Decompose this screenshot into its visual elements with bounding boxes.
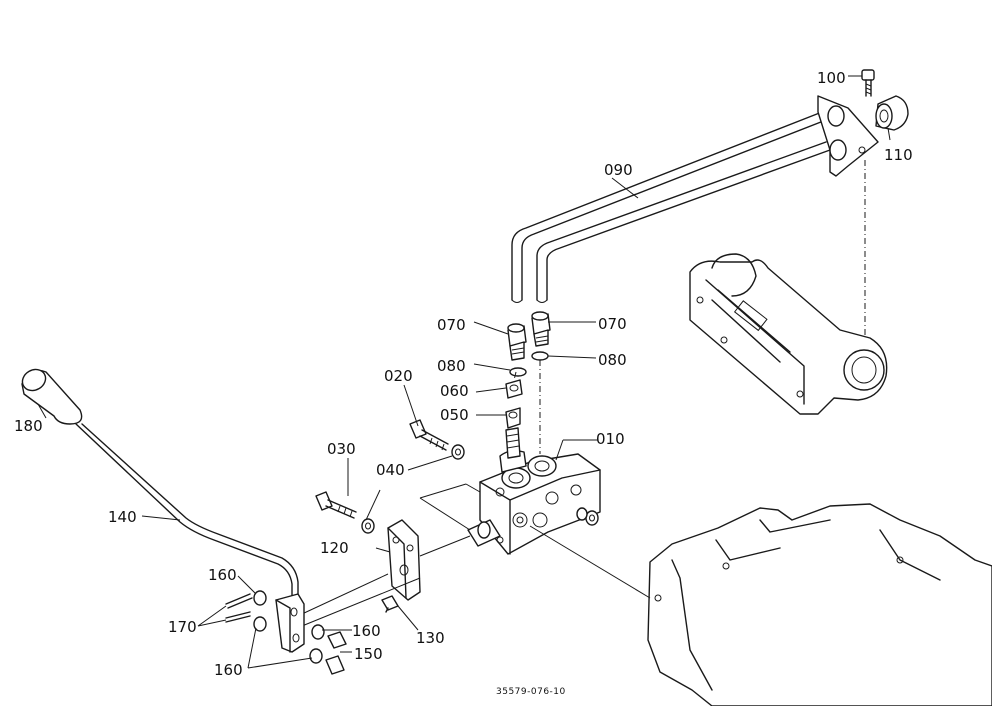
washer-160-bottom xyxy=(309,648,323,664)
fitting-070-right xyxy=(531,311,551,347)
bolt-030 xyxy=(315,491,357,519)
spacer-050 xyxy=(505,407,521,429)
centre-line-left-fitting xyxy=(513,371,517,381)
mounting-plate-120 xyxy=(387,519,421,601)
o-ring-080-left xyxy=(509,367,527,377)
collar-110 xyxy=(875,95,909,131)
washer-valve-side xyxy=(576,507,599,526)
label-100: 100 xyxy=(817,69,846,87)
bolt-020 xyxy=(409,419,449,451)
label-160-right: 160 xyxy=(352,622,381,640)
fitting-070-left xyxy=(507,323,527,361)
label-180: 180 xyxy=(14,417,43,435)
bolt-130 xyxy=(381,595,399,613)
label-020: 020 xyxy=(384,367,413,385)
o-ring-080-right xyxy=(531,351,549,361)
cotter-pin-170 xyxy=(225,593,253,623)
label-050: 050 xyxy=(440,406,469,424)
label-060: 060 xyxy=(440,382,469,400)
washer-040-lower xyxy=(361,518,375,534)
label-160-bottom: 160 xyxy=(214,661,243,679)
knob-180 xyxy=(21,368,83,425)
label-160-top: 160 xyxy=(208,566,237,584)
label-080-left: 080 xyxy=(437,357,466,375)
transmission-case xyxy=(647,503,992,706)
drawing-code: 35579-076-10 xyxy=(496,687,566,697)
leader-lines xyxy=(37,75,891,669)
label-080-right: 080 xyxy=(598,351,627,369)
label-130: 130 xyxy=(416,629,445,647)
pipe-bracket xyxy=(817,95,879,177)
label-090: 090 xyxy=(604,161,633,179)
ref-line-valve-left xyxy=(419,483,481,531)
label-010: 010 xyxy=(596,430,625,448)
label-110: 110 xyxy=(884,146,913,164)
ref-line-valve-to-case xyxy=(529,525,651,599)
label-170: 170 xyxy=(168,618,197,636)
ref-line-valve-to-plate xyxy=(419,535,471,557)
control-lever-140 xyxy=(75,423,299,601)
control-valve-010 xyxy=(467,449,601,555)
washer-040-upper xyxy=(451,444,465,460)
lever-bracket xyxy=(275,593,305,653)
label-070-left: 070 xyxy=(437,316,466,334)
linkage-line-upper xyxy=(301,573,389,615)
washer-160-left xyxy=(253,616,267,632)
label-140: 140 xyxy=(108,508,137,526)
label-070-right: 070 xyxy=(598,315,627,333)
part-labels: 010 020 030 040 050 060 070 070 080 080 … xyxy=(14,69,913,697)
pin-150-upper xyxy=(327,631,347,649)
bolt-100 xyxy=(861,69,875,97)
lift-housing xyxy=(689,253,888,415)
label-030: 030 xyxy=(327,440,356,458)
label-120: 120 xyxy=(320,539,349,557)
adjusting-screw xyxy=(505,427,521,459)
washer-160-top xyxy=(253,590,267,606)
label-150: 150 xyxy=(354,645,383,663)
hydraulic-pipes-090 xyxy=(511,111,831,303)
washer-160-right xyxy=(311,624,325,640)
pin-150-lower xyxy=(325,655,345,675)
linkage-line-lower xyxy=(301,577,421,627)
nut-060 xyxy=(505,379,523,399)
label-040: 040 xyxy=(376,461,405,479)
